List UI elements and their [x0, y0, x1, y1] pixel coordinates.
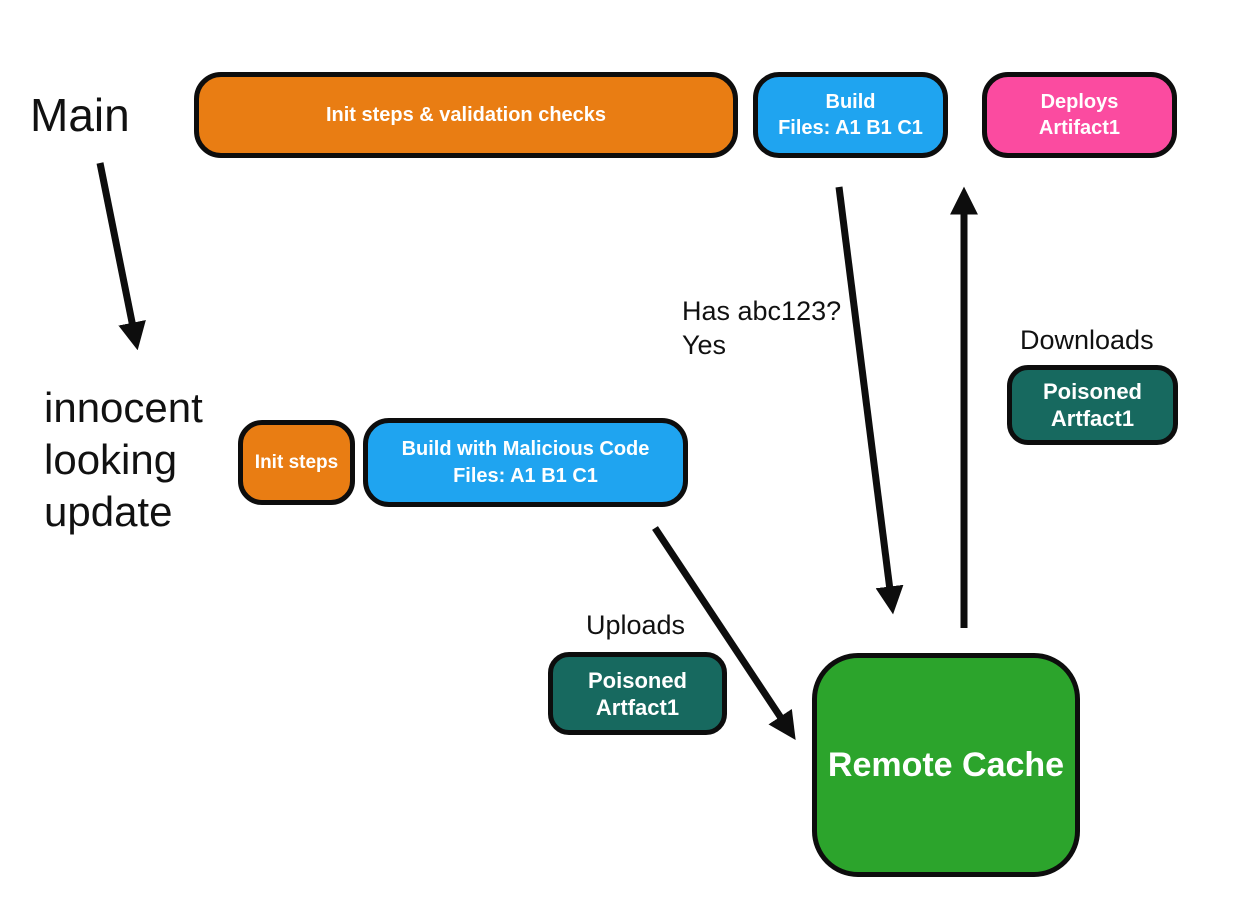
innocent-update-line1: innocent	[44, 384, 203, 431]
deploys-node-artifact: Artifact1	[1038, 117, 1121, 139]
init-steps-node: Init steps	[238, 420, 355, 505]
innocent-update-line2: looking	[44, 436, 178, 483]
uploads-label: Uploads	[586, 610, 686, 640]
build-malicious-node: Build with Malicious Code Files: A1 B1 C…	[363, 418, 688, 507]
build-malicious-files: Files: A1 B1 C1	[453, 464, 598, 487]
init-validation-label: Init steps & validation checks	[325, 103, 607, 126]
poisoned-upload-line1: Poisoned	[587, 667, 687, 693]
build-node-files: Files: A1 B1 C1	[778, 117, 923, 139]
deploys-artifact-node: Deploys Artifact1	[982, 72, 1177, 158]
has-abc123-answer: Yes	[682, 330, 727, 360]
init-validation-node: Init steps & validation checks	[194, 72, 738, 158]
downloads-label: Downloads	[1020, 325, 1154, 355]
poisoned-download-line1: Poisoned	[1042, 379, 1142, 404]
build-node-title: Build	[825, 91, 876, 113]
main-branch-label: Main	[30, 89, 130, 141]
arrow-main-to-innocent-update	[96, 162, 146, 351]
poisoned-artifact-download-node: Poisoned Artfact1	[1007, 365, 1178, 445]
deploys-node-title: Deploys	[1040, 91, 1119, 113]
init-steps-label: Init steps	[254, 451, 339, 473]
innocent-update-label: innocent looking update	[44, 382, 203, 538]
has-abc123-label: Has abc123? Yes	[682, 294, 841, 362]
remote-cache-node: Remote Cache	[812, 653, 1080, 877]
build-malicious-title: Build with Malicious Code	[401, 437, 650, 460]
poisoned-artifact-upload-node: Poisoned Artfact1	[548, 652, 727, 735]
build-node: Build Files: A1 B1 C1	[753, 72, 948, 158]
poisoned-upload-line2: Artfact1	[595, 694, 680, 720]
remote-cache-label: Remote Cache	[827, 745, 1065, 784]
arrow-build-to-remote-cache	[835, 186, 904, 615]
poisoned-download-line2: Artfact1	[1050, 406, 1135, 431]
has-abc123-question: Has abc123?	[682, 296, 842, 326]
innocent-update-line3: update	[44, 488, 173, 535]
